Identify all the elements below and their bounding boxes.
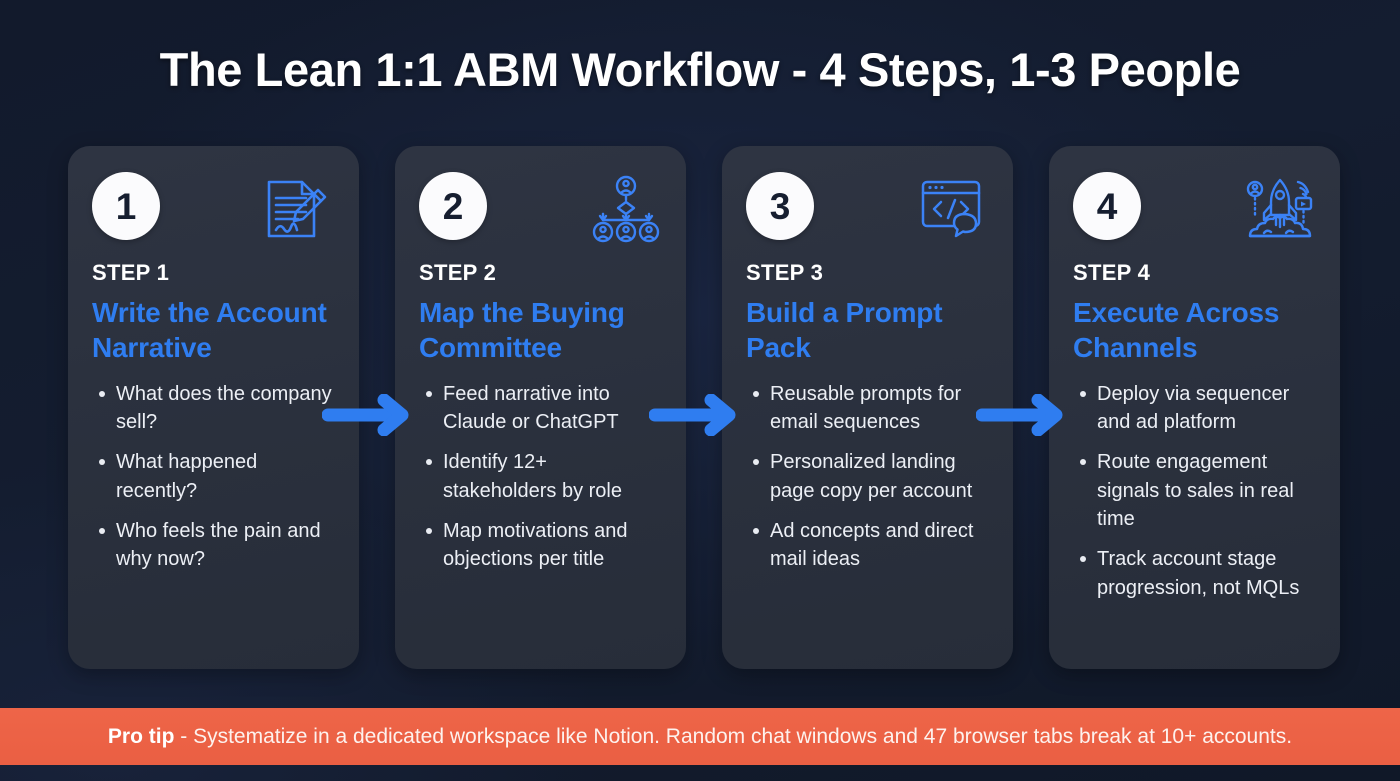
step-card-1: 1 STEP 1 Write the Account Narrative Wha… <box>68 146 359 669</box>
step-label: STEP 1 <box>92 260 170 285</box>
step-number-badge: 4 <box>1073 172 1141 240</box>
code-window-chat-icon <box>915 174 991 244</box>
arrow-right-icon <box>649 394 739 436</box>
step-number-badge: 3 <box>746 172 814 240</box>
step-label: STEP 2 <box>419 260 497 285</box>
org-chart-people-icon <box>588 174 664 244</box>
steps-container: 1 STEP 1 Write the Account Narrative Wha… <box>68 146 1340 669</box>
list-item: Who feels the pain and why now? <box>99 517 335 574</box>
list-item: Deploy via sequencer and ad platform <box>1080 380 1316 437</box>
step-title: Write the Account Narrative <box>92 297 327 364</box>
arrow-right-icon <box>322 394 412 436</box>
list-item: Map motivations and objections per title <box>426 517 662 574</box>
pro-tip-label: Pro tip <box>107 724 175 748</box>
card-header: 2 <box>419 172 662 246</box>
step-card-2: 2 <box>395 146 686 669</box>
list-item: Feed narrative into Claude or ChatGPT <box>426 380 662 437</box>
card-header: 4 <box>1073 172 1316 246</box>
list-item: Identify 12+ stakeholders by role <box>426 448 662 505</box>
step-title: Build a Prompt Pack <box>746 297 943 364</box>
pro-tip-banner: Pro tip - Systematize in a dedicated wor… <box>0 708 1400 765</box>
page-title: The Lean 1:1 ABM Workflow - 4 Steps, 1-3… <box>159 43 1241 96</box>
step-card-4: 4 <box>1049 146 1340 669</box>
step-title: Map the Buying Committee <box>419 297 625 364</box>
step-bullet-list: Deploy via sequencer and ad platform Rou… <box>1073 380 1316 603</box>
rocket-launch-icon <box>1242 174 1318 244</box>
list-item: Ad concepts and direct mail ideas <box>753 517 989 574</box>
step-bullet-list: What does the company sell? What happene… <box>92 380 335 574</box>
step-label: STEP 4 <box>1073 260 1151 285</box>
card-header: 1 <box>92 172 335 246</box>
list-item: Reusable prompts for email sequences <box>753 380 989 437</box>
step-title: Execute Across Channels <box>1073 297 1280 364</box>
step-bullet-list: Reusable prompts for email sequences Per… <box>746 380 989 574</box>
pro-tip-body: - Systematize in a dedicated workspace l… <box>174 724 1293 748</box>
step-number-badge: 1 <box>92 172 160 240</box>
pro-tip-text: Pro tip - Systematize in a dedicated wor… <box>108 725 1292 749</box>
card-header: 3 <box>746 172 989 246</box>
list-item: Route engagement signals to sales in rea… <box>1080 448 1316 533</box>
list-item: Track account stage progression, not MQL… <box>1080 545 1316 602</box>
step-number-badge: 2 <box>419 172 487 240</box>
list-item: What does the company sell? <box>99 380 335 437</box>
list-item: Personalized landing page copy per accou… <box>753 448 989 505</box>
arrow-right-icon <box>976 394 1066 436</box>
list-item: What happened recently? <box>99 448 335 505</box>
document-pencil-icon <box>261 174 337 244</box>
step-bullet-list: Feed narrative into Claude or ChatGPT Id… <box>419 380 662 574</box>
step-card-3: 3 STEP 3 Build a Prompt <box>722 146 1013 669</box>
step-label: STEP 3 <box>746 260 824 285</box>
